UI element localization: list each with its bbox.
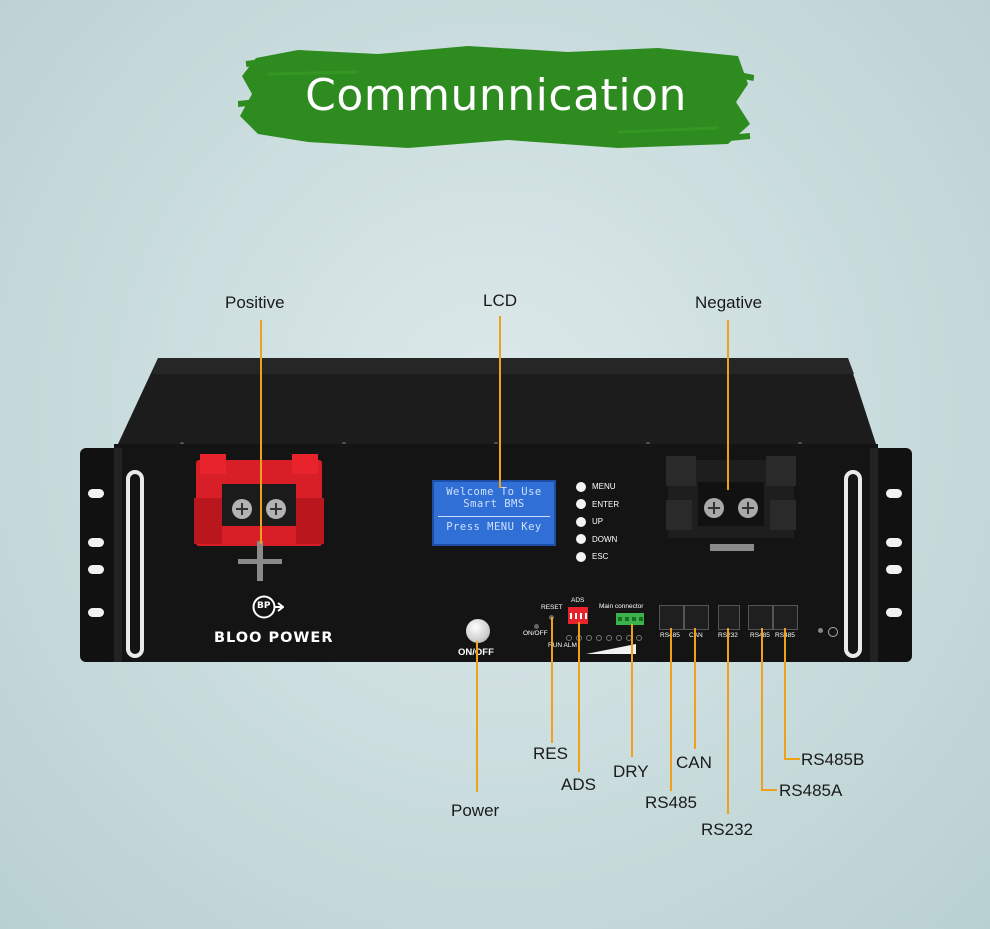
title-banner — [238, 46, 754, 148]
ground-dot — [818, 628, 823, 633]
can-callout-line — [694, 628, 696, 749]
onoff-small-label: ON/OFF — [523, 630, 548, 637]
soc-indicator-icon — [586, 644, 636, 654]
lcd-button-group: MENU ENTER UP DOWN ESC — [576, 478, 646, 566]
main-connector-label: Main connector — [599, 603, 644, 610]
rs232-callout-line — [727, 628, 729, 814]
rs485-label: RS485 — [645, 793, 697, 812]
power-callout-line — [476, 641, 478, 792]
can-label: CAN — [676, 753, 712, 772]
lcd-line-3: Press MENU Key — [446, 521, 542, 533]
ads-label-callout: ADS — [561, 775, 596, 794]
negative-terminal — [666, 456, 796, 551]
ground-icon — [828, 627, 838, 637]
menu-button[interactable]: MENU — [576, 478, 646, 496]
lcd-divider — [438, 516, 550, 517]
rs485a-port[interactable] — [748, 605, 773, 630]
positive-terminal — [194, 454, 324, 581]
rs485b-callout-line — [784, 628, 786, 760]
page-title: Communnication — [305, 70, 687, 121]
rs485-port[interactable] — [659, 605, 684, 630]
lcd-line-2: Smart BMS — [463, 498, 525, 510]
esc-button-label: ESC — [592, 552, 609, 562]
reset-label: RESET — [541, 604, 563, 611]
brand-logo-icon — [252, 595, 284, 619]
rs485a-callout-line — [761, 628, 763, 791]
rs485a-label: RS485A — [779, 781, 843, 800]
positive-label: Positive — [225, 293, 285, 312]
up-button-label: UP — [592, 517, 604, 527]
ads-dip-switch[interactable] — [568, 607, 588, 624]
negative-label: Negative — [695, 293, 763, 312]
ads-label: ADS — [571, 597, 585, 604]
enter-button-label: ENTER — [592, 499, 620, 509]
dry-callout-line — [631, 624, 633, 757]
power-button[interactable] — [466, 619, 490, 643]
brand-name: BLOO POWER — [214, 630, 334, 646]
dry-label: DRY — [613, 762, 649, 781]
enter-button[interactable]: ENTER — [576, 496, 646, 514]
rs232-port[interactable] — [718, 605, 740, 630]
brand-logo-text: BP — [257, 601, 271, 611]
lcd-screen: Welcome To Use Smart BMS Press MENU Key — [432, 480, 556, 546]
dry-contact-connector[interactable] — [616, 613, 644, 625]
up-button[interactable]: UP — [576, 513, 646, 531]
rs232-label: RS232 — [701, 820, 753, 839]
rs485b-port[interactable] — [773, 605, 798, 630]
rs485-callout-line — [670, 628, 672, 791]
rs485b-callout-tick — [784, 758, 800, 760]
power-button-label: ON/OFF — [458, 647, 494, 658]
port-label-rs485: RS485 — [660, 632, 680, 639]
ads-callout-line — [578, 622, 580, 772]
can-port[interactable] — [684, 605, 709, 630]
res-callout-line — [551, 617, 553, 743]
res-label: RES — [533, 744, 568, 763]
lcd-callout-line — [499, 316, 501, 488]
down-button-label: DOWN — [592, 534, 618, 544]
power-label: Power — [451, 801, 500, 820]
onoff-small-switch[interactable] — [534, 624, 539, 629]
negative-callout-line — [727, 320, 729, 490]
positive-callout-line — [260, 320, 262, 544]
lcd-label: LCD — [483, 291, 518, 310]
down-button[interactable]: DOWN — [576, 531, 646, 549]
lcd-line-1: Welcome To Use — [446, 486, 542, 498]
esc-button[interactable]: ESC — [576, 548, 646, 566]
menu-button-label: MENU — [592, 482, 616, 492]
run-alm-label: RUN ALM — [548, 642, 577, 649]
rs485b-label: RS485B — [801, 750, 865, 769]
rs485a-callout-tick — [761, 789, 777, 791]
port-label-rs485a: RS485 — [750, 632, 770, 639]
